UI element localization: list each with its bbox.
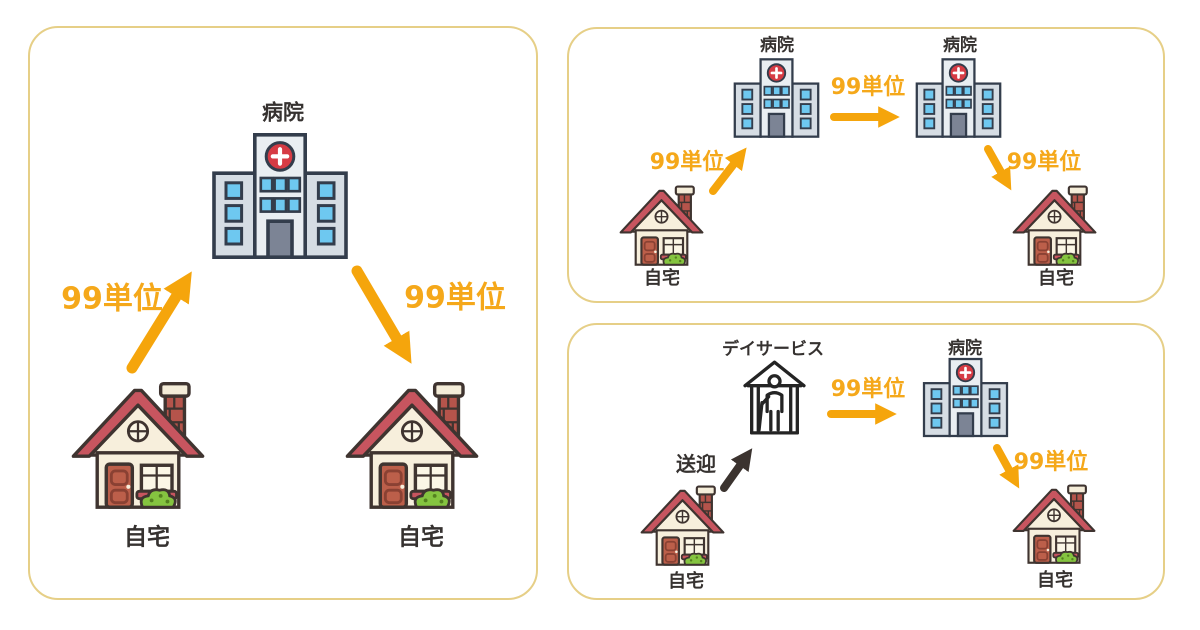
units-label-tr-up: 99単位 xyxy=(649,149,725,175)
units-label-left-up: 99単位 xyxy=(61,281,163,317)
house-icon xyxy=(70,378,206,514)
hospital-icon xyxy=(731,56,822,140)
units-label-left-down: 99単位 xyxy=(404,280,506,316)
hospital-label: 病院 xyxy=(943,35,977,56)
home-label: 自宅 xyxy=(668,571,704,593)
units-label-tr-down: 99単位 xyxy=(1006,149,1082,175)
dayservice-icon xyxy=(741,357,808,438)
home-label: 自宅 xyxy=(1037,570,1073,592)
house-icon xyxy=(344,378,480,514)
panel-home-dayservice-hospital-home xyxy=(567,323,1165,600)
dayservice-label: デイサービス xyxy=(722,339,824,360)
hospital-label: 病院 xyxy=(262,100,304,125)
home-label: 自宅 xyxy=(1038,268,1074,290)
house-icon xyxy=(639,483,726,569)
panel-home-hospital-hospital-home xyxy=(567,27,1165,303)
home-label: 自宅 xyxy=(398,524,444,551)
hospital-label: 病院 xyxy=(760,35,794,56)
hospital-icon xyxy=(920,356,1011,439)
units-label-br-across: 99単位 xyxy=(830,376,906,402)
units-label-tr-across: 99単位 xyxy=(830,74,906,100)
panel-home-hospital-home xyxy=(28,26,538,600)
home-label: 自宅 xyxy=(124,524,170,551)
units-label-br-down: 99単位 xyxy=(1013,449,1089,475)
hospital-icon xyxy=(913,56,1004,140)
house-icon xyxy=(1011,482,1097,567)
house-icon xyxy=(618,183,705,269)
hospital-label: 病院 xyxy=(948,338,982,359)
home-label: 自宅 xyxy=(644,268,680,290)
transfer-label: 送迎 xyxy=(676,452,716,476)
hospital-icon xyxy=(205,130,355,262)
house-icon xyxy=(1011,183,1098,269)
